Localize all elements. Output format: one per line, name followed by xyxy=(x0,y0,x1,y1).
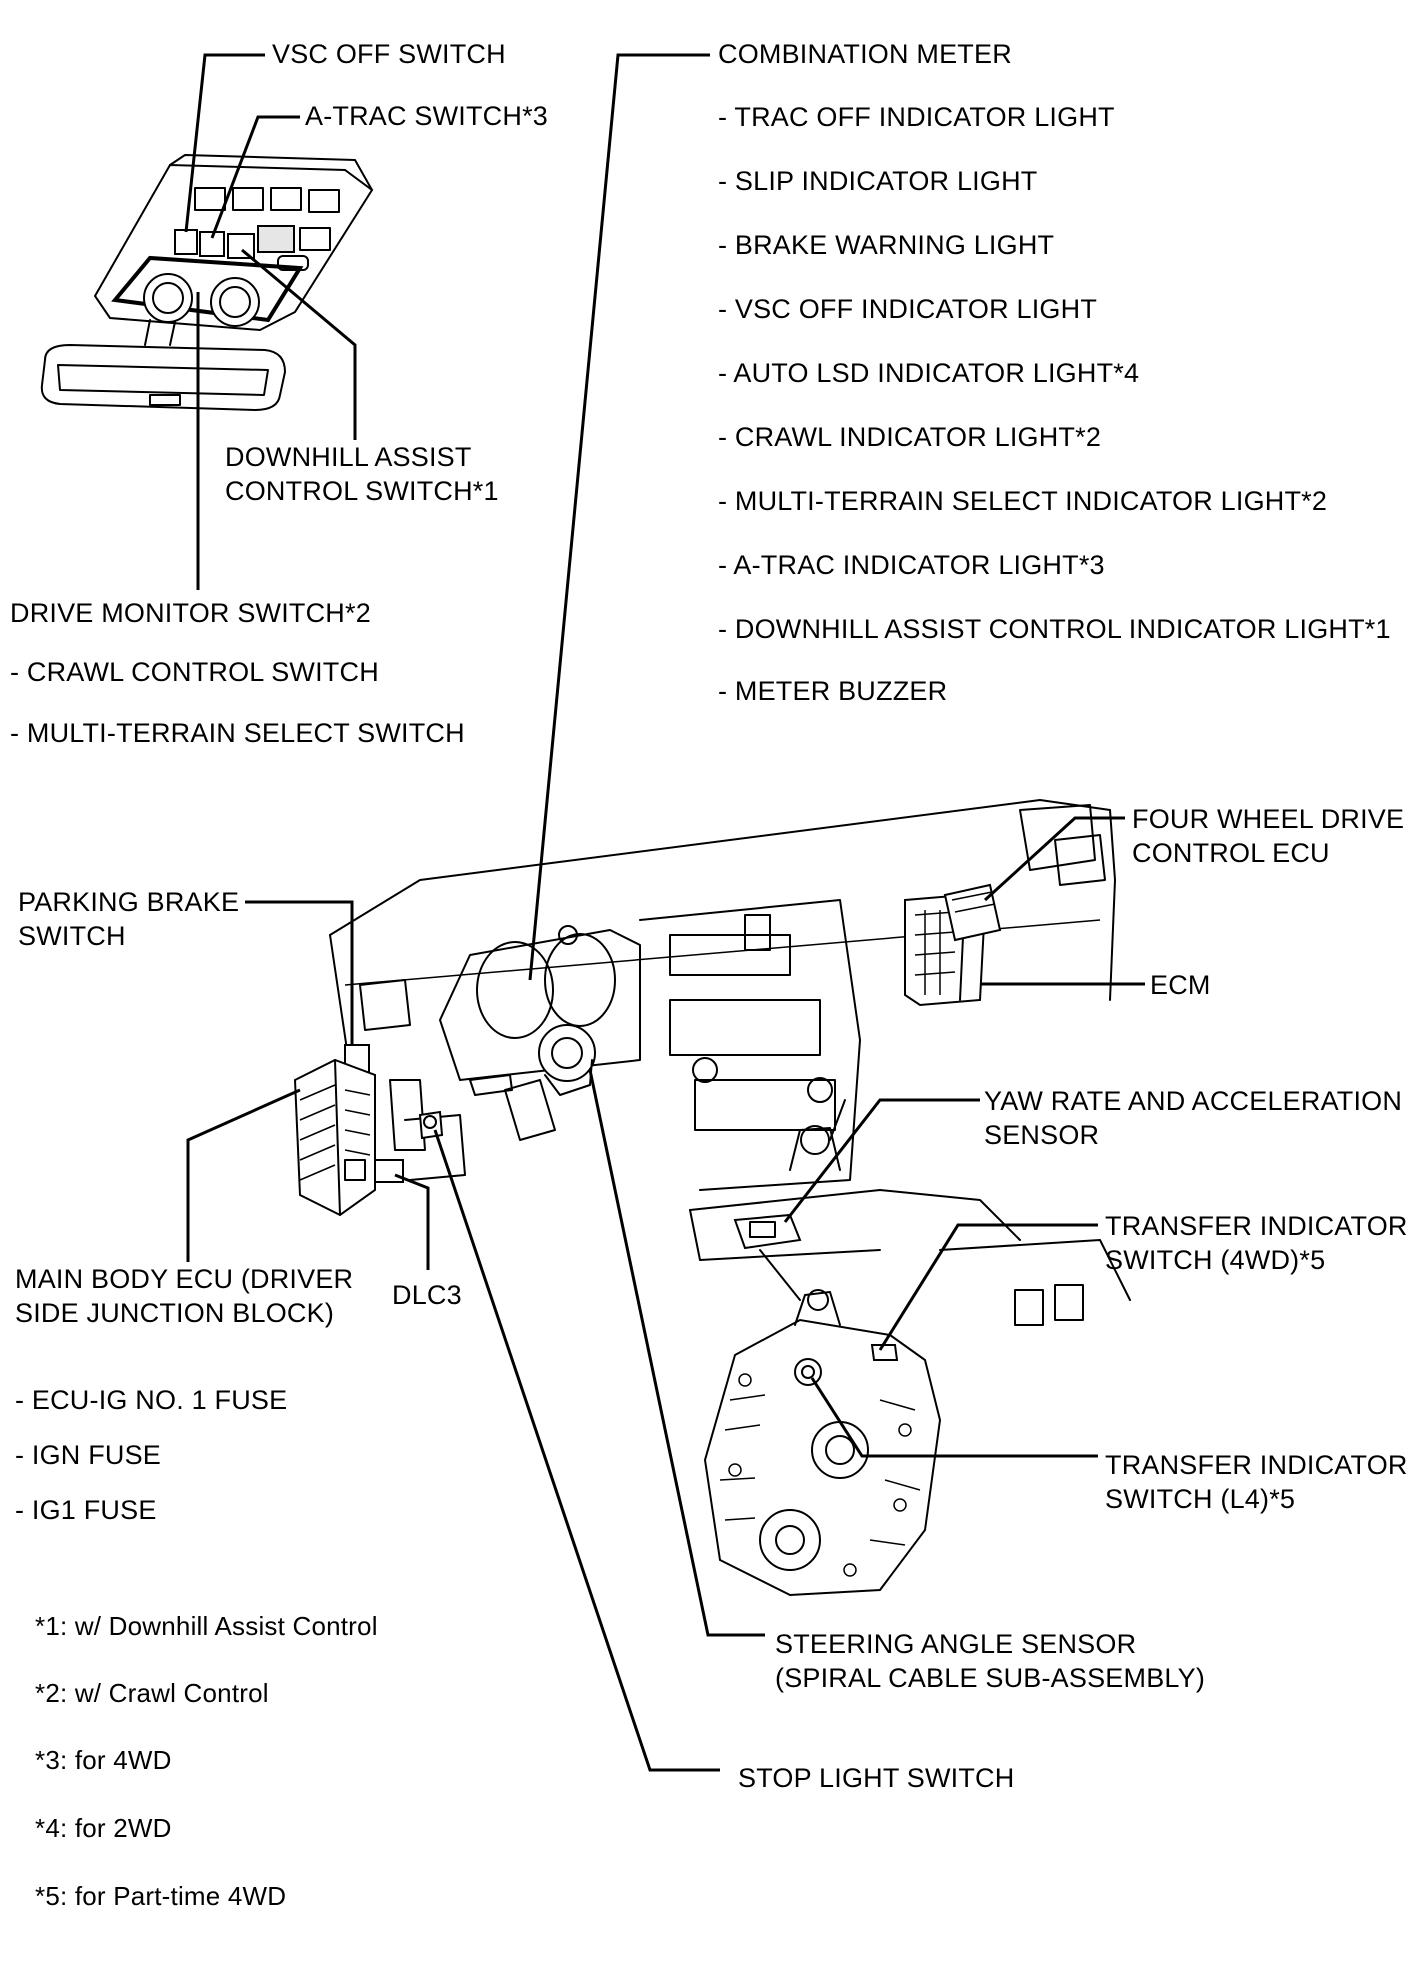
meter-item: - CRAWL INDICATOR LIGHT*2 xyxy=(718,422,1102,452)
footnote: *1: w/ Downhill Assist Control xyxy=(35,1611,378,1641)
label-steering-angle-line2: (SPIRAL CABLE SUB-ASSEMBLY) xyxy=(775,1663,1206,1693)
meter-item: - METER BUZZER xyxy=(718,676,948,706)
label-main-body-ecu-line2: SIDE JUNCTION BLOCK) xyxy=(15,1298,335,1328)
label-transfer-l4-line1: TRANSFER INDICATOR xyxy=(1105,1450,1408,1480)
meter-item: - AUTO LSD INDICATOR LIGHT*4 xyxy=(718,358,1140,388)
label-downhill-switch-line1: DOWNHILL ASSIST xyxy=(225,442,472,472)
label-vsc-off-switch: VSC OFF SWITCH xyxy=(272,39,506,69)
footnote: *2: w/ Crawl Control xyxy=(35,1678,269,1708)
label-ecm: ECM xyxy=(1150,970,1211,1000)
label-parking-brake-line2: SWITCH xyxy=(18,921,126,951)
label-transfer-4wd-line1: TRANSFER INDICATOR xyxy=(1105,1211,1408,1241)
footnote: *4: for 2WD xyxy=(35,1813,172,1843)
meter-item: - BRAKE WARNING LIGHT xyxy=(718,230,1055,260)
fuse-item: - IG1 FUSE xyxy=(15,1495,157,1525)
footnote: *5: for Part-time 4WD xyxy=(35,1881,287,1911)
label-parking-brake-line1: PARKING BRAKE xyxy=(18,887,240,917)
fuse-item: - ECU-IG NO. 1 FUSE xyxy=(15,1385,288,1415)
footnote: *3: for 4WD xyxy=(35,1745,172,1775)
label-multi-terrain-switch: - MULTI-TERRAIN SELECT SWITCH xyxy=(10,718,465,748)
label-yaw-rate-line2: SENSOR xyxy=(984,1120,1100,1150)
meter-item: - VSC OFF INDICATOR LIGHT xyxy=(718,294,1098,324)
meter-item: - TRAC OFF INDICATOR LIGHT xyxy=(718,102,1115,132)
label-four-wheel-ecu-line1: FOUR WHEEL DRIVE xyxy=(1132,804,1405,834)
rear-console-illustration xyxy=(939,1239,1131,1326)
fuse-item: - IGN FUSE xyxy=(15,1440,162,1470)
label-a-trac-switch: A-TRAC SWITCH*3 xyxy=(305,101,549,131)
label-main-body-ecu-line1: MAIN BODY ECU (DRIVER xyxy=(15,1264,354,1294)
ecm-illustration xyxy=(904,883,1002,1007)
leader-lines xyxy=(184,53,1145,1772)
meter-item: - SLIP INDICATOR LIGHT xyxy=(718,166,1038,196)
label-stop-light-switch: STOP LIGHT SWITCH xyxy=(738,1763,1015,1793)
label-downhill-switch-line2: CONTROL SWITCH*1 xyxy=(225,476,499,506)
meter-item: - DOWNHILL ASSIST CONTROL INDICATOR LIGH… xyxy=(718,614,1391,644)
junction-block-illustration xyxy=(293,1058,376,1217)
label-four-wheel-ecu-line2: CONTROL ECU xyxy=(1132,838,1330,868)
label-transfer-l4-line2: SWITCH (L4)*5 xyxy=(1105,1484,1296,1514)
label-drive-monitor-switch: DRIVE MONITOR SWITCH*2 xyxy=(10,598,371,628)
center-console-illustration xyxy=(689,1099,1021,1301)
overhead-console-illustration xyxy=(40,154,374,412)
label-yaw-rate-line1: YAW RATE AND ACCELERATION xyxy=(984,1086,1403,1116)
label-dlc3: DLC3 xyxy=(392,1280,462,1310)
label-steering-angle-line1: STEERING ANGLE SENSOR xyxy=(775,1629,1137,1659)
label-crawl-control-switch: - CRAWL CONTROL SWITCH xyxy=(10,657,379,687)
label-transfer-4wd-line2: SWITCH (4WD)*5 xyxy=(1105,1245,1326,1275)
label-combination-meter: COMBINATION METER xyxy=(718,39,1012,69)
meter-item: - MULTI-TERRAIN SELECT INDICATOR LIGHT*2 xyxy=(718,486,1328,516)
transfer-case-illustration xyxy=(703,1289,942,1597)
meter-item: - A-TRAC INDICATOR LIGHT*3 xyxy=(718,550,1105,580)
